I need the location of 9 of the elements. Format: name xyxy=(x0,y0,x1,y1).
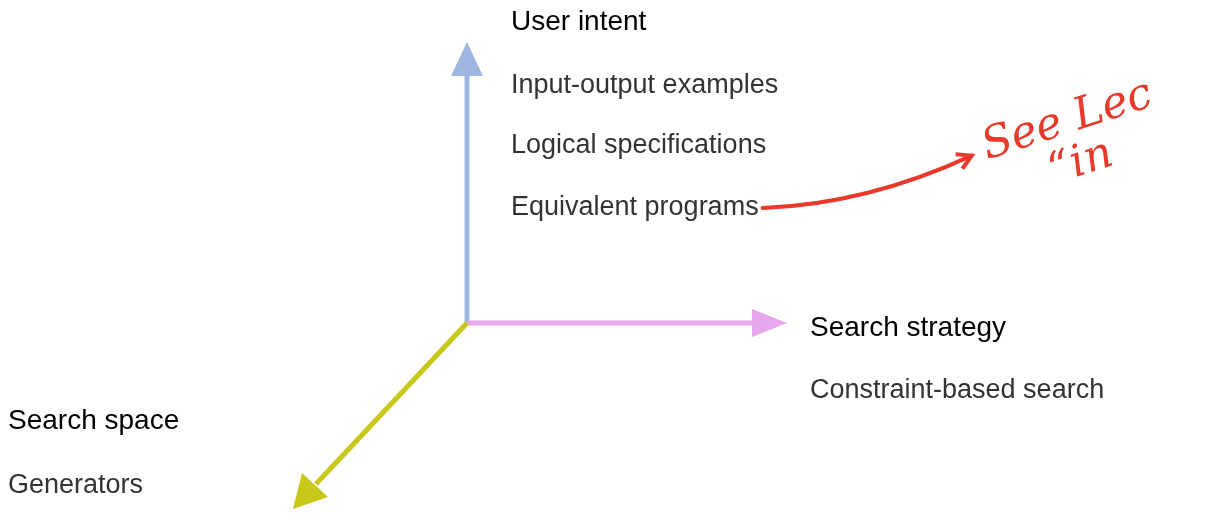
axis-heading: Search space xyxy=(8,403,180,437)
axis-item: Generators xyxy=(8,468,144,501)
axis-item: Input-output examples xyxy=(511,68,779,101)
axis-heading: User intent xyxy=(511,4,647,38)
axis-item: Constraint-based search xyxy=(810,373,1105,406)
axis-item: Logical specifications xyxy=(511,128,767,161)
axis-heading: Search strategy xyxy=(810,310,1007,344)
axis-item: Equivalent programs xyxy=(511,190,759,223)
hand-drawn-arrow xyxy=(760,151,974,210)
